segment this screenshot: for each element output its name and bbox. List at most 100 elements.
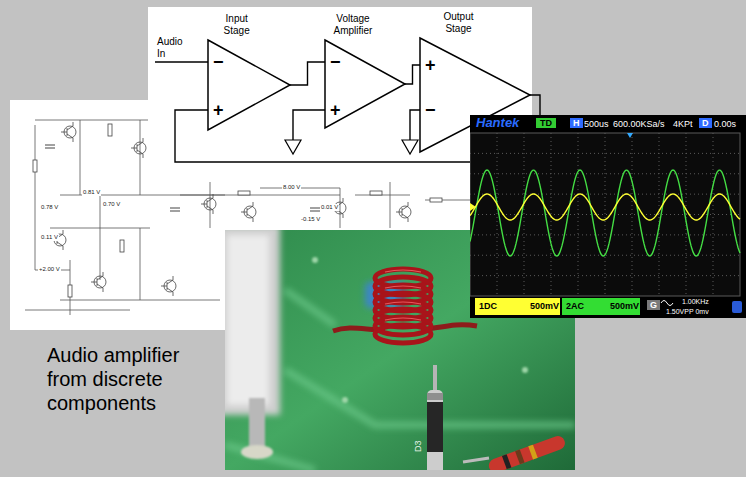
grid-line [605, 133, 606, 296]
schematic-wire [25, 310, 130, 311]
schematic-wire [50, 228, 150, 229]
scope-grid-area [470, 133, 740, 296]
inductor-coil [375, 325, 431, 343]
signal-connector [405, 65, 420, 84]
pcb-trace [225, 445, 315, 470]
coil-highlight [385, 302, 421, 304]
capacitor-symbol [45, 145, 55, 148]
status-tag: H [570, 118, 583, 128]
grid-line [497, 133, 498, 296]
wave-icon [661, 301, 673, 306]
schematic-drawing [396, 202, 411, 222]
voltage-label: 0.70 V [102, 201, 121, 208]
diode-part [427, 393, 443, 400]
scope-display [470, 115, 746, 318]
schematic-wire [140, 228, 141, 300]
coil-highlight [385, 318, 421, 320]
pcb-via [312, 257, 318, 263]
pin-sign: − [425, 101, 436, 119]
grid-line [632, 133, 633, 296]
diode-part [427, 390, 443, 470]
solder-pad [241, 445, 273, 459]
voltage-label: 0.01 V [320, 204, 339, 211]
schematic-wire [260, 188, 340, 228]
channel-setting: 500mV [610, 301, 639, 311]
ground-symbol [402, 140, 418, 154]
coil-highlight [385, 270, 421, 320]
silkscreen-label: D3 [413, 440, 423, 452]
resistor-symbol [68, 285, 72, 297]
coil-highlight [385, 286, 421, 288]
resistor-part [502, 454, 511, 469]
resistor-symbol [33, 160, 37, 172]
schematic-drawing [201, 194, 216, 214]
pin-sign: − [330, 53, 341, 71]
status-tag: D [699, 118, 712, 128]
power-resistor [225, 230, 280, 415]
capacitor-symbol [310, 208, 320, 211]
diode-part [427, 365, 443, 470]
schematic-wire [80, 120, 81, 195]
status-tag: G [647, 300, 660, 310]
resistor-part [528, 445, 537, 460]
voltage-label: -0.15 V [300, 216, 321, 223]
schematic-wire [140, 120, 141, 195]
signal-connector [290, 62, 325, 85]
stage-heading: Input Stage [213, 13, 261, 36]
opamp-stage: Input Stage−+ [208, 40, 290, 130]
grid-line [524, 133, 525, 296]
signal-wire [410, 110, 420, 140]
resistor-symbol [108, 124, 112, 136]
diode-part [427, 402, 443, 452]
signal-wire [155, 61, 208, 62]
channel-setting: 1DC [479, 301, 497, 311]
signal-name: Audio In [157, 36, 187, 59]
triangle-outline [325, 40, 405, 128]
schematic-wire [355, 195, 410, 196]
pin-sign: + [330, 101, 341, 119]
grid-line [470, 173, 740, 174]
scope-setting: 4KPt [673, 119, 693, 129]
scope-setting: 500us [584, 119, 609, 129]
grid-line [470, 214, 740, 215]
stage-heading: Voltage Amplifier [329, 13, 377, 36]
resistor-symbol [120, 240, 124, 252]
waveform-trace [470, 194, 740, 220]
power-resistor [227, 235, 269, 405]
voltage-label: 0.78 V [40, 204, 59, 211]
grid-line [470, 153, 740, 154]
resistor-symbol [430, 198, 442, 202]
voltage-label: 0.81 V [82, 189, 101, 196]
scope-top-bar [470, 115, 746, 133]
schematic-drawing [61, 122, 76, 142]
scope-trace [470, 170, 740, 256]
measurement-readout: 1.50VPP 0mv [666, 308, 709, 316]
resistor-symbol [238, 191, 250, 195]
voltage-label: 0.11 V [40, 234, 59, 241]
pin-sign: + [213, 101, 224, 119]
channel-setting: 500mV [530, 301, 559, 311]
brand-name: Hantek [476, 116, 519, 131]
scope-grid [470, 133, 740, 296]
resistor-symbol [370, 191, 382, 195]
resistor-part [487, 434, 567, 470]
channel-badge [562, 298, 640, 315]
schematic-wire [210, 182, 211, 228]
schematic-drawing [91, 272, 106, 292]
voltage-label: 8.00 V [282, 184, 301, 191]
schematic-drawing [161, 276, 176, 296]
scope-setting: 0.00s [714, 119, 736, 129]
trigger-marker [627, 133, 633, 138]
ground-symbol [285, 140, 418, 154]
grid-line [713, 133, 714, 296]
channel-setting: 2AC [566, 301, 584, 311]
voltage-label: +2.00 V [38, 266, 61, 273]
grid-line [470, 194, 740, 195]
power-resistor [225, 230, 280, 415]
schematic-wire [35, 125, 70, 270]
scope-setting: 600.00KSa/s [613, 119, 665, 129]
component-lead [249, 398, 265, 448]
capacitor-symbol [170, 208, 180, 211]
schematic-wire [390, 182, 391, 228]
grid-line [470, 234, 740, 235]
